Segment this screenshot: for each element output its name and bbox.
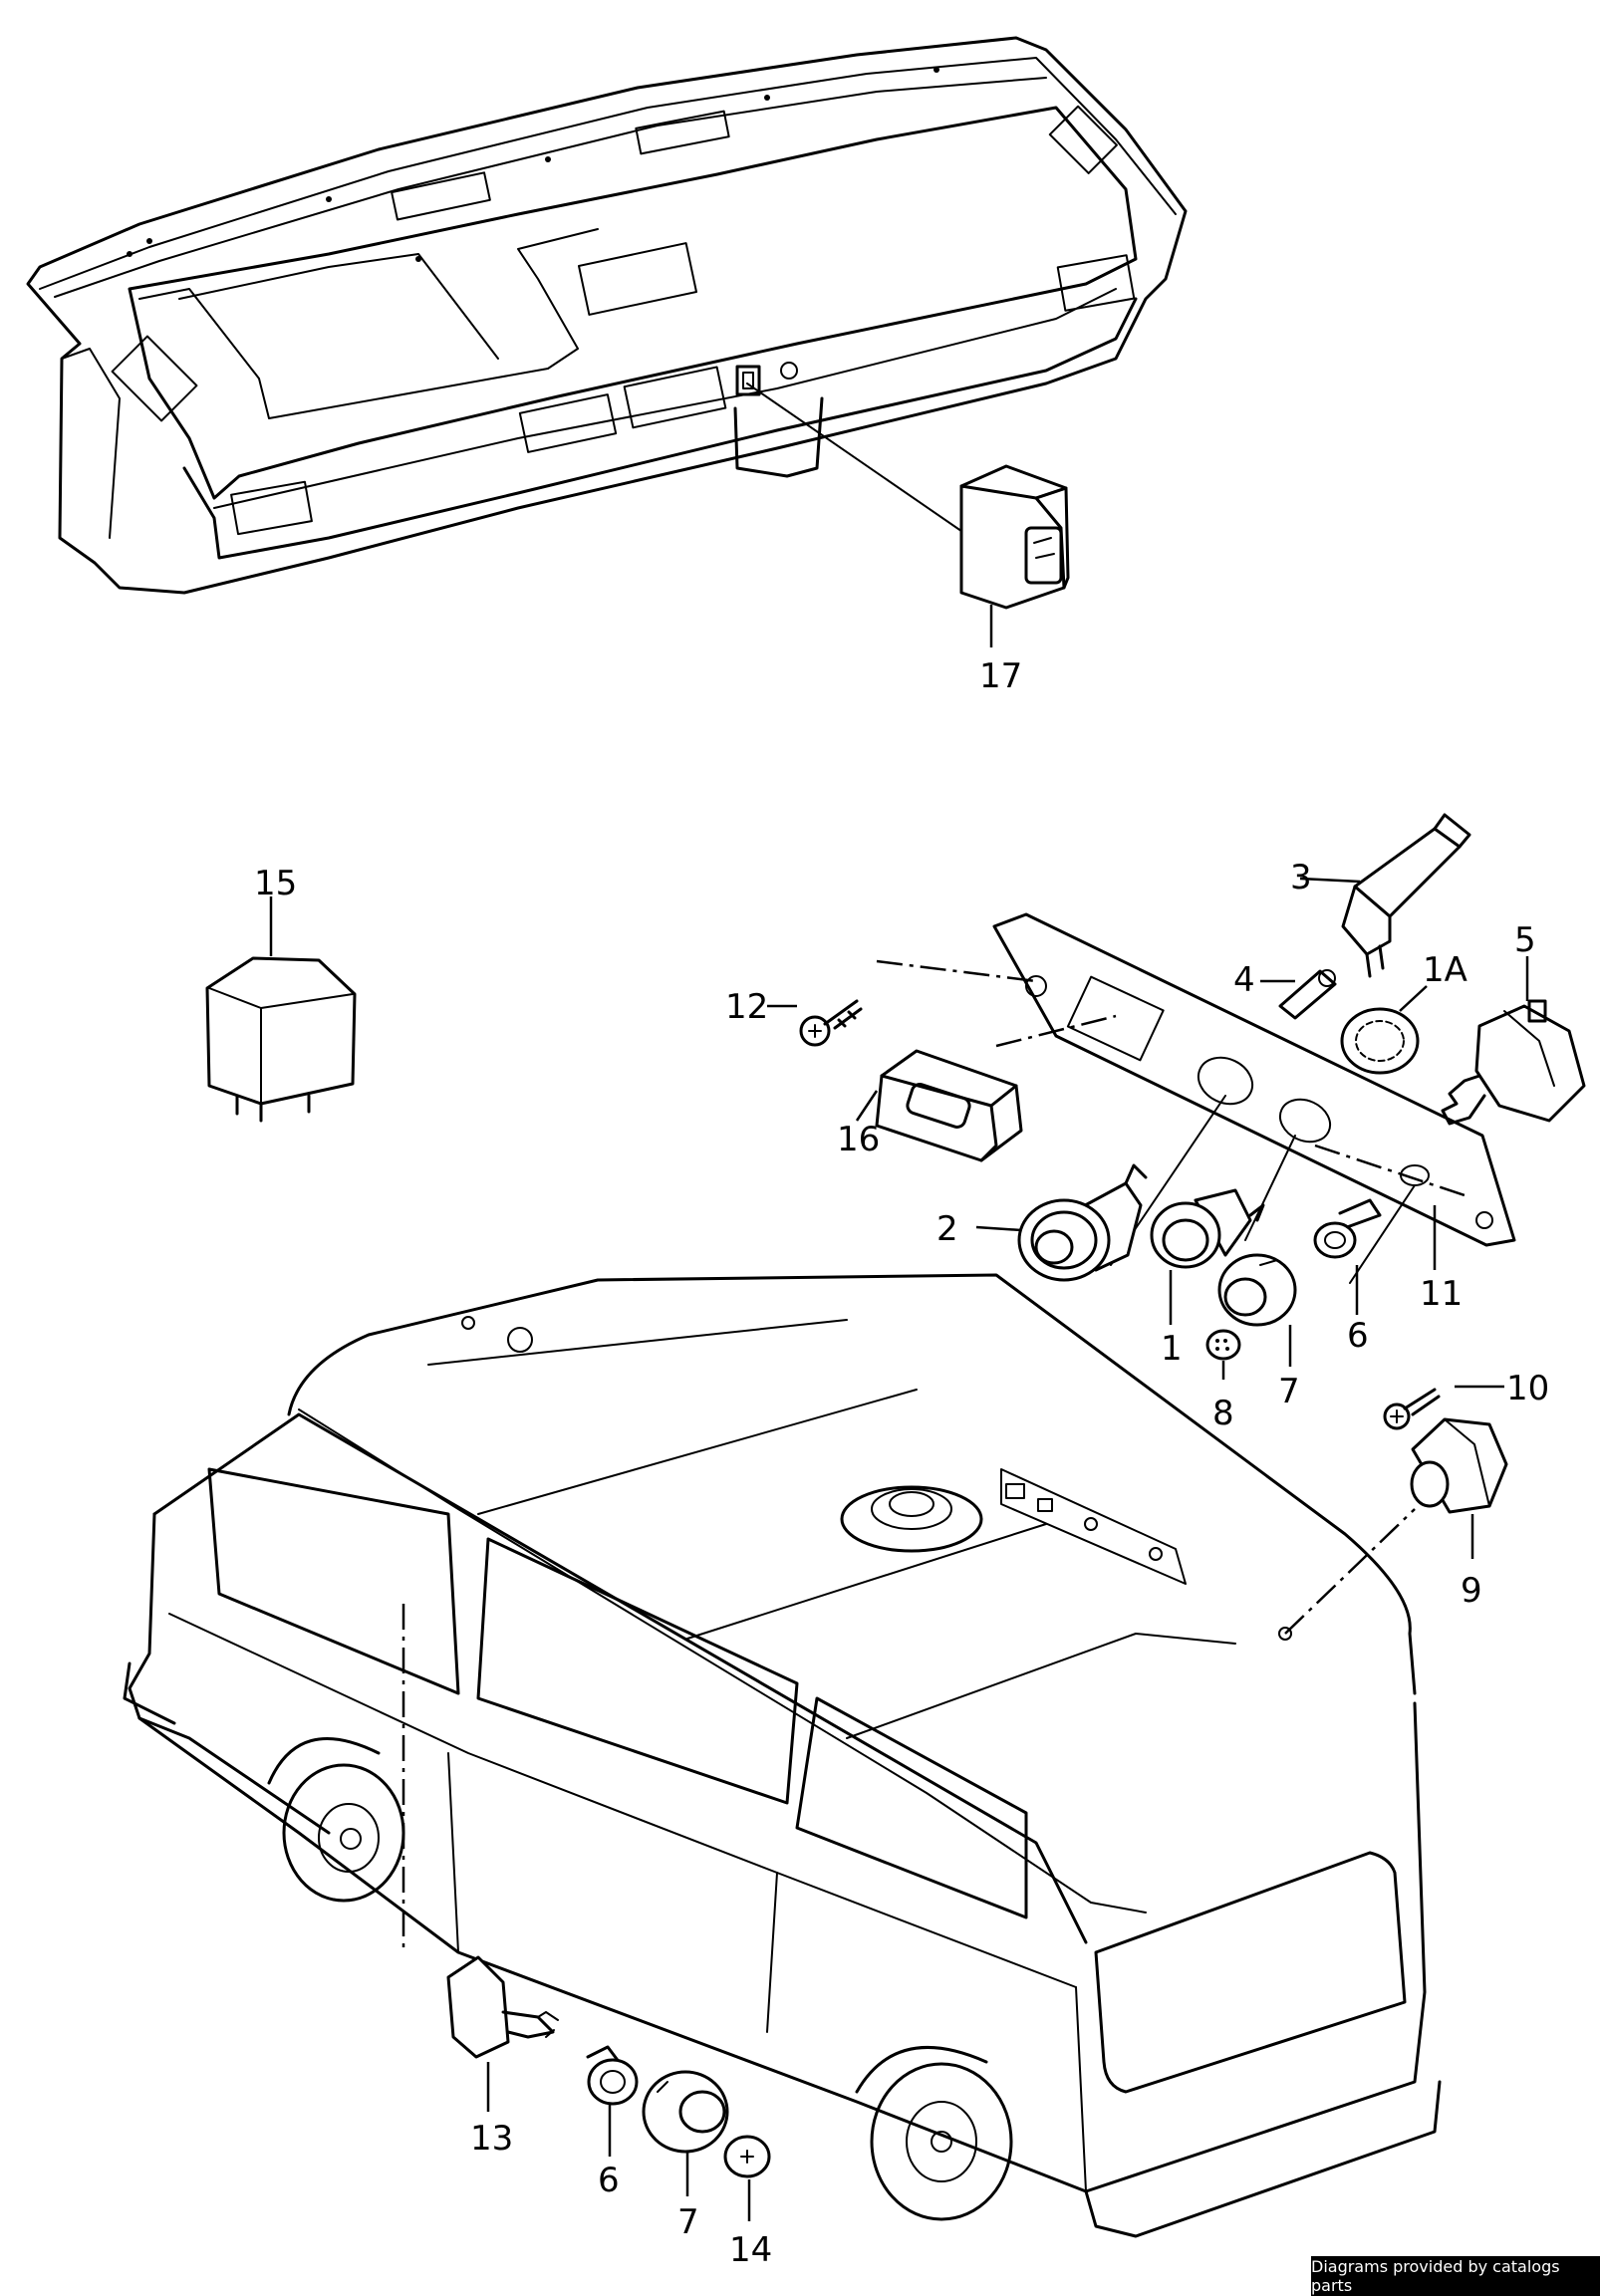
callout-15: 15 [254,864,297,903]
callout-13: 13 [470,2119,513,2159]
part-8-lens [1205,1329,1241,1380]
assembly-line [1314,1144,1466,1197]
part-5-light-switch [1441,956,1586,1126]
callout-17: 17 [979,656,1022,696]
callout-1a: 1A [1423,950,1467,990]
assembly-line [876,959,1037,983]
leader-line [746,383,972,539]
callout-5: 5 [1514,920,1536,960]
assembly-line [1284,1508,1416,1635]
part-2-push-switch [975,1163,1148,1282]
part-10-screw [1383,1385,1504,1430]
part-15-relay [205,896,357,1123]
part-14-cover [723,2135,771,2221]
part-6-knob [1313,1198,1382,1315]
callout-16: 16 [837,1120,880,1159]
van-body [123,1273,1442,2238]
callout-1: 1 [1161,1329,1183,1369]
part-17-rocker-switch [959,464,1070,647]
part-7-cap [642,2070,729,2196]
callout-7: 7 [677,2202,699,2242]
assembly-line [1244,1135,1296,1241]
part-12-screw [767,999,863,1047]
part-13-switch [446,1955,559,2112]
callout-10: 10 [1506,1369,1549,1408]
callout-12: 12 [725,987,768,1027]
part-6-knob [586,2045,639,2157]
assembly-line [1349,1184,1416,1284]
part-16-switch [855,1049,1023,1162]
part-4-bulb [1260,969,1337,1020]
dashboard-panel [26,36,1188,595]
callout-2: 2 [936,1209,958,1249]
part-1a-washer [1340,985,1428,1075]
callout-6: 6 [1347,1316,1369,1356]
callout-3: 3 [1290,858,1312,897]
part-3-bulb-holder [1299,813,1471,978]
assembly-line [995,1014,1117,1048]
callout-14: 14 [729,2230,772,2270]
callout-7: 7 [1278,1372,1300,1411]
callout-11: 11 [1420,1274,1463,1314]
callout-9: 9 [1461,1571,1482,1611]
part-9-interior-light [1410,1417,1508,1559]
part-11-switch-plate [992,912,1516,1270]
credit-label: Diagrams provided by catalogs parts [1311,2256,1600,2296]
part-7-cap [1217,1253,1297,1367]
callout-6: 6 [598,2161,620,2200]
part-1-push-switch [1150,1188,1265,1325]
callout-8: 8 [1212,1394,1234,1433]
callout-4: 4 [1233,960,1255,1000]
